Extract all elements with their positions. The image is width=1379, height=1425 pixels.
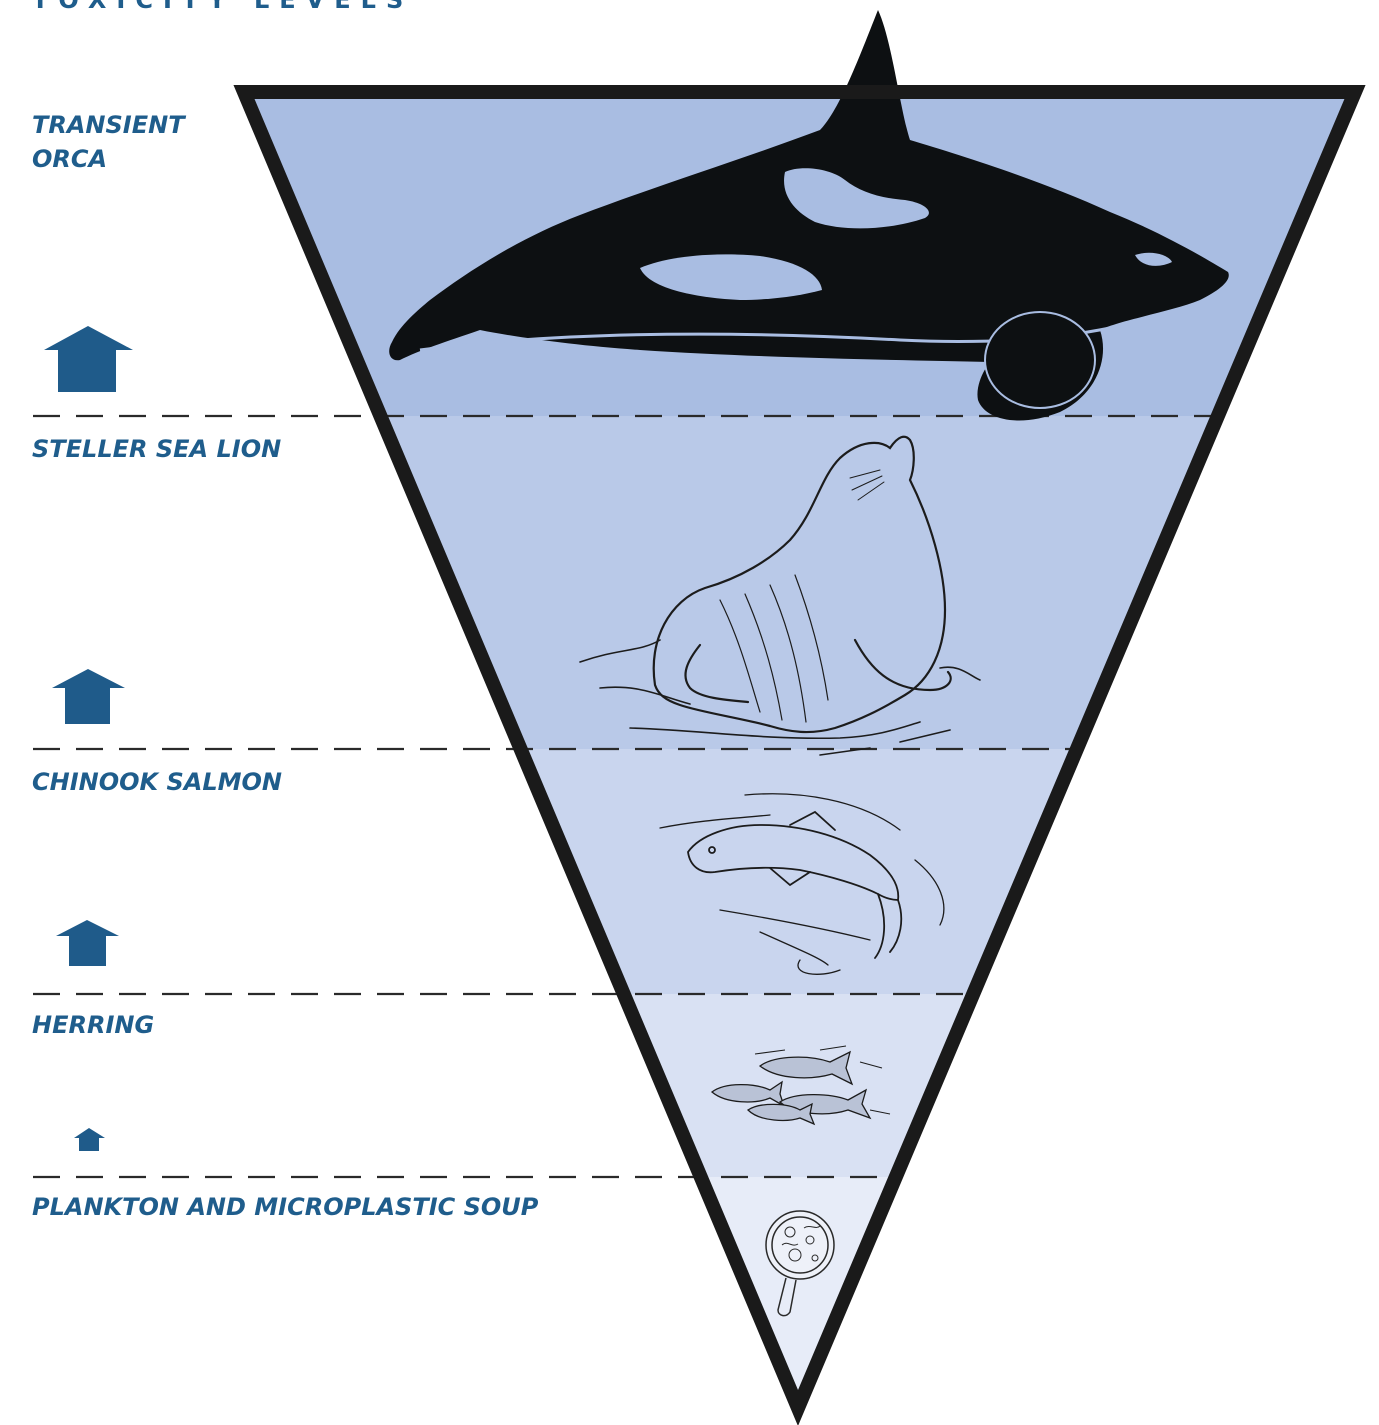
petri-dish-rim bbox=[766, 1211, 834, 1279]
up-arrow-icon bbox=[56, 920, 119, 966]
toxicity-arrows bbox=[44, 326, 133, 1151]
band-plankton bbox=[0, 1177, 1379, 1425]
up-arrow-icon bbox=[74, 1128, 105, 1151]
band-salmon bbox=[0, 749, 1379, 994]
orca-pectoral-fin bbox=[985, 312, 1095, 408]
band-sea-lion bbox=[0, 416, 1379, 749]
up-arrow-icon bbox=[44, 326, 133, 392]
up-arrow-icon bbox=[52, 669, 125, 724]
